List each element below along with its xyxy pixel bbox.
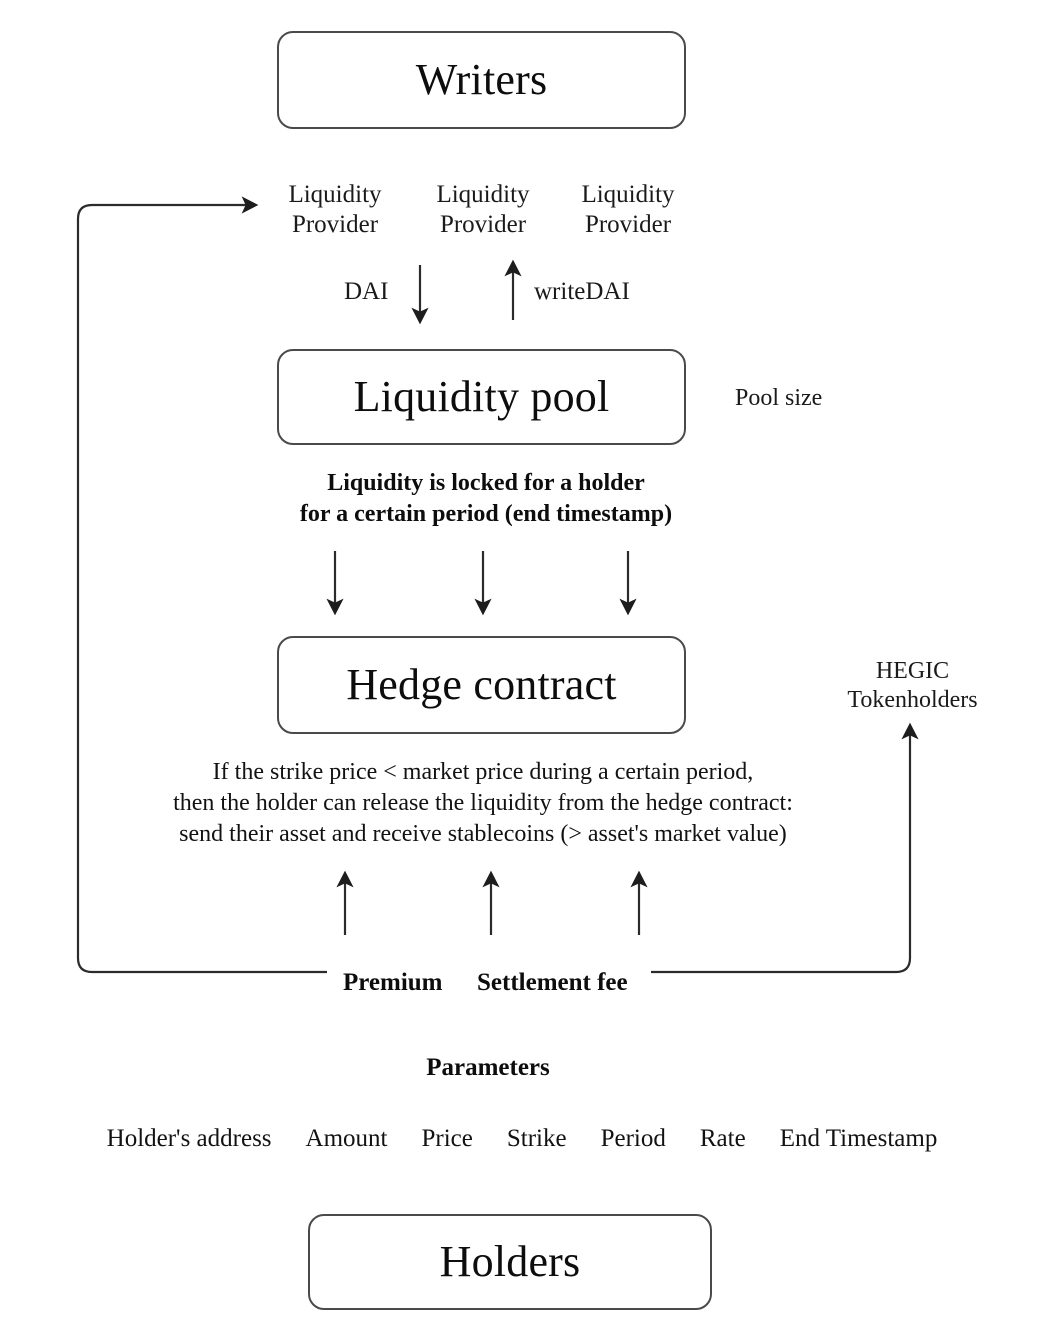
hegic-tokenholders-label: HEGIC Tokenholders bbox=[810, 657, 1015, 715]
node-holders-label: Holders bbox=[439, 1237, 581, 1286]
liquidity-provider-1-line1: Liquidity bbox=[288, 181, 382, 208]
node-hedge-contract[interactable]: Hedge contract bbox=[277, 636, 686, 734]
premium-return-path bbox=[76, 196, 327, 974]
node-writers[interactable]: Writers bbox=[277, 31, 686, 129]
liquidity-provider-2-line1: Liquidity bbox=[436, 181, 530, 208]
liquidity-lock-note: Liquidity is locked for a holder for a c… bbox=[0, 468, 972, 530]
node-liquidity-pool-label: Liquidity pool bbox=[353, 372, 610, 421]
liquidity-lock-note-line2: for a certain period (end timestamp) bbox=[299, 501, 673, 528]
parameter-period: Period bbox=[600, 1125, 666, 1152]
parameter-strike: Strike bbox=[506, 1125, 567, 1152]
parameter-amount: Amount bbox=[305, 1125, 388, 1152]
premium-label: Premium bbox=[343, 969, 443, 996]
parameter-holders-address: Holder's address bbox=[106, 1125, 272, 1152]
pool-size-label: Pool size bbox=[735, 385, 823, 411]
hedge-contract-note: If the strike price < market price durin… bbox=[0, 757, 966, 851]
hegic-tokenholders-line2: Tokenholders bbox=[847, 686, 978, 713]
liquidity-provider-1-line2: Provider bbox=[291, 210, 379, 238]
pool-to-hedge-arrows bbox=[326, 551, 637, 616]
node-writers-label: Writers bbox=[415, 55, 548, 104]
liquidity-lock-note-line1: Liquidity is locked for a holder bbox=[327, 470, 645, 496]
dai-label: DAI bbox=[344, 278, 389, 305]
parameter-price: Price bbox=[421, 1125, 473, 1152]
settlement-fee-label: Settlement fee bbox=[477, 969, 628, 996]
hedge-contract-note-line1: If the strike price < market price durin… bbox=[212, 759, 754, 785]
parameter-end-timestamp: End Timestamp bbox=[779, 1125, 938, 1152]
fees-to-hedge-arrows bbox=[336, 870, 648, 935]
liquidity-provider-3-line1: Liquidity bbox=[581, 181, 675, 208]
liquidity-provider-3: Liquidity Provider bbox=[558, 180, 698, 239]
parameters-row: Holder's address Amount Price Strike Per… bbox=[0, 1126, 1044, 1151]
node-liquidity-pool[interactable]: Liquidity pool bbox=[277, 349, 686, 445]
liquidity-provider-2: Liquidity Provider bbox=[413, 180, 553, 239]
parameters-title: Parameters bbox=[426, 1054, 550, 1081]
hedge-contract-note-line2: then the holder can release the liquidit… bbox=[173, 790, 793, 817]
node-hedge-contract-label: Hedge contract bbox=[346, 660, 617, 709]
liquidity-provider-1: Liquidity Provider bbox=[265, 180, 405, 239]
liquidity-provider-3-line2: Provider bbox=[584, 210, 672, 238]
parameter-rate: Rate bbox=[699, 1125, 746, 1152]
hegic-tokenholders-line1: HEGIC bbox=[875, 658, 950, 684]
liquidity-provider-2-line2: Provider bbox=[439, 210, 527, 238]
hedge-contract-note-line3: send their asset and receive stablecoins… bbox=[179, 821, 787, 848]
node-holders[interactable]: Holders bbox=[308, 1214, 712, 1310]
write-dai-label: writeDAI bbox=[534, 278, 630, 305]
